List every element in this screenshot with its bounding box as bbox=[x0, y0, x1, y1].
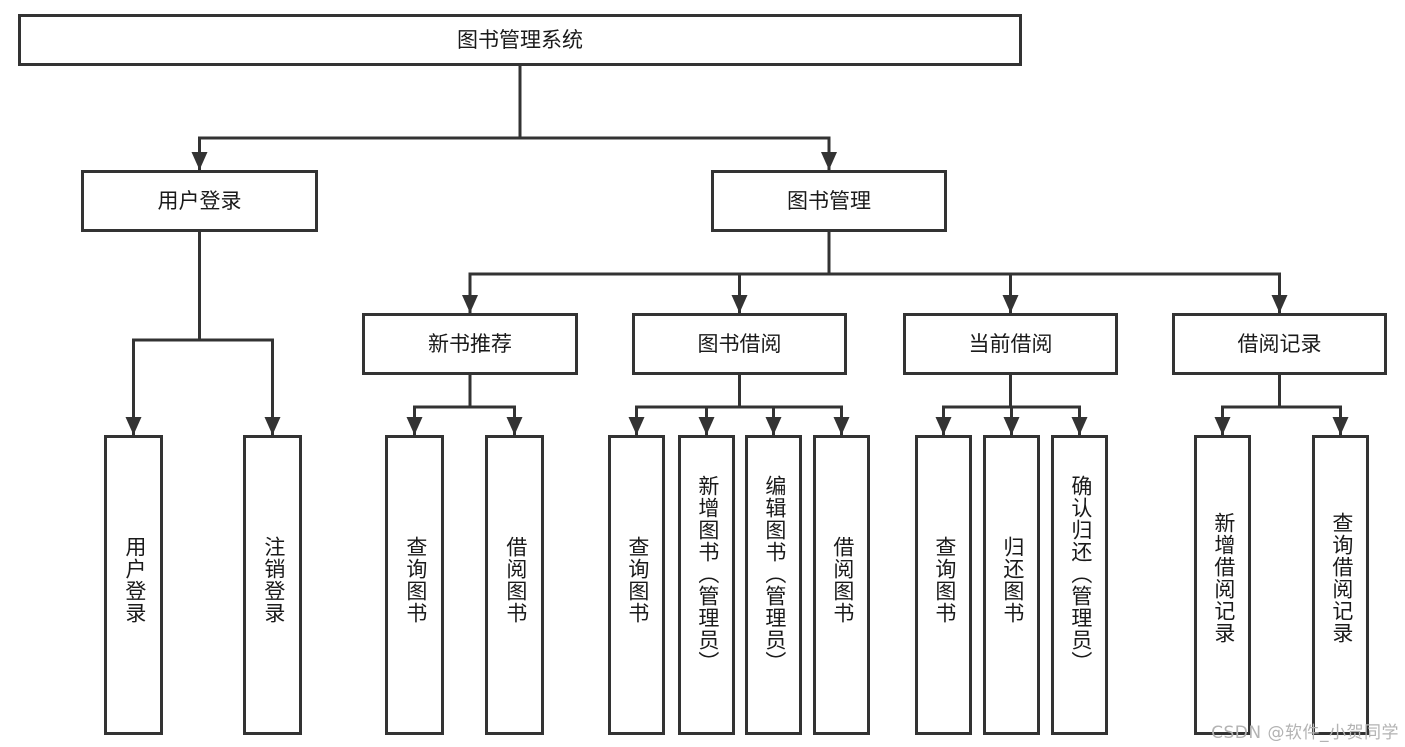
arrow-head-icon-user-login bbox=[191, 152, 208, 170]
node-box-leaf-borrow-book[interactable] bbox=[813, 435, 870, 735]
node-box-leaf-query-book-recommend[interactable] bbox=[385, 435, 444, 735]
node-box-user-login[interactable] bbox=[81, 170, 318, 232]
node-box-current-borrow[interactable] bbox=[903, 313, 1118, 375]
arrow-head-icon-leaf-query-book-borrow bbox=[628, 417, 645, 435]
node-box-leaf-query-borrow-record[interactable] bbox=[1312, 435, 1369, 735]
csdn-watermark: CSDN @软件_小贺同学 bbox=[1211, 723, 1399, 743]
node-box-leaf-add-borrow-record[interactable] bbox=[1194, 435, 1251, 735]
node-label-root: 图书管理系统 bbox=[457, 28, 583, 52]
arrow-head-icon-leaf-return-book bbox=[1003, 417, 1020, 435]
node-box-book-borrow[interactable] bbox=[632, 313, 847, 375]
node-box-leaf-add-book-admin[interactable] bbox=[678, 435, 735, 735]
node-label-borrow-record: 借阅记录 bbox=[1238, 332, 1322, 356]
connectors-layer bbox=[125, 64, 1349, 437]
node-box-new-book-recommend[interactable] bbox=[362, 313, 578, 375]
node-box-leaf-edit-book-admin[interactable] bbox=[745, 435, 802, 735]
arrow-head-icon-leaf-user-login bbox=[125, 417, 142, 435]
arrow-head-icon-leaf-logout bbox=[264, 417, 281, 435]
arrow-head-icon-new-book-recommend bbox=[462, 295, 478, 313]
arrow-head-icon-leaf-query-book-recommend bbox=[406, 417, 423, 435]
arrow-head-icon-leaf-add-book-admin bbox=[698, 417, 715, 435]
arrow-head-icon-leaf-query-book-current bbox=[935, 417, 952, 435]
arrow-head-icon-leaf-confirm-return-admin bbox=[1071, 417, 1088, 435]
arrow-head-icon-leaf-add-borrow-record bbox=[1214, 417, 1231, 435]
node-box-root[interactable] bbox=[18, 14, 1022, 66]
node-label-user-login: 用户登录 bbox=[158, 189, 242, 213]
node-box-book-manage[interactable] bbox=[711, 170, 947, 232]
node-label-book-borrow: 图书借阅 bbox=[698, 332, 782, 356]
node-box-leaf-return-book[interactable] bbox=[983, 435, 1040, 735]
node-box-leaf-borrow-book-recommend[interactable] bbox=[485, 435, 544, 735]
node-label-current-borrow: 当前借阅 bbox=[969, 332, 1053, 356]
arrow-head-icon-book-borrow bbox=[731, 295, 748, 313]
node-label-book-manage: 图书管理 bbox=[787, 189, 871, 213]
arrow-head-icon-book-manage bbox=[821, 152, 837, 170]
arrow-head-icon-leaf-query-borrow-record bbox=[1332, 417, 1349, 435]
node-box-leaf-confirm-return-admin[interactable] bbox=[1051, 435, 1108, 735]
boxes-layer bbox=[18, 14, 1387, 735]
arrow-head-icon-leaf-edit-book-admin bbox=[765, 417, 782, 435]
arrow-head-icon-leaf-borrow-book-recommend bbox=[506, 417, 523, 435]
arrow-head-icon-leaf-borrow-book bbox=[833, 417, 850, 435]
node-label-new-book-recommend: 新书推荐 bbox=[428, 332, 512, 356]
node-box-leaf-user-login[interactable] bbox=[104, 435, 163, 735]
node-box-leaf-query-book-borrow[interactable] bbox=[608, 435, 665, 735]
node-box-leaf-query-book-current[interactable] bbox=[915, 435, 972, 735]
node-box-leaf-logout[interactable] bbox=[243, 435, 302, 735]
arrow-head-icon-borrow-record bbox=[1271, 295, 1288, 313]
arrow-head-icon-current-borrow bbox=[1002, 295, 1019, 313]
node-box-borrow-record[interactable] bbox=[1172, 313, 1387, 375]
